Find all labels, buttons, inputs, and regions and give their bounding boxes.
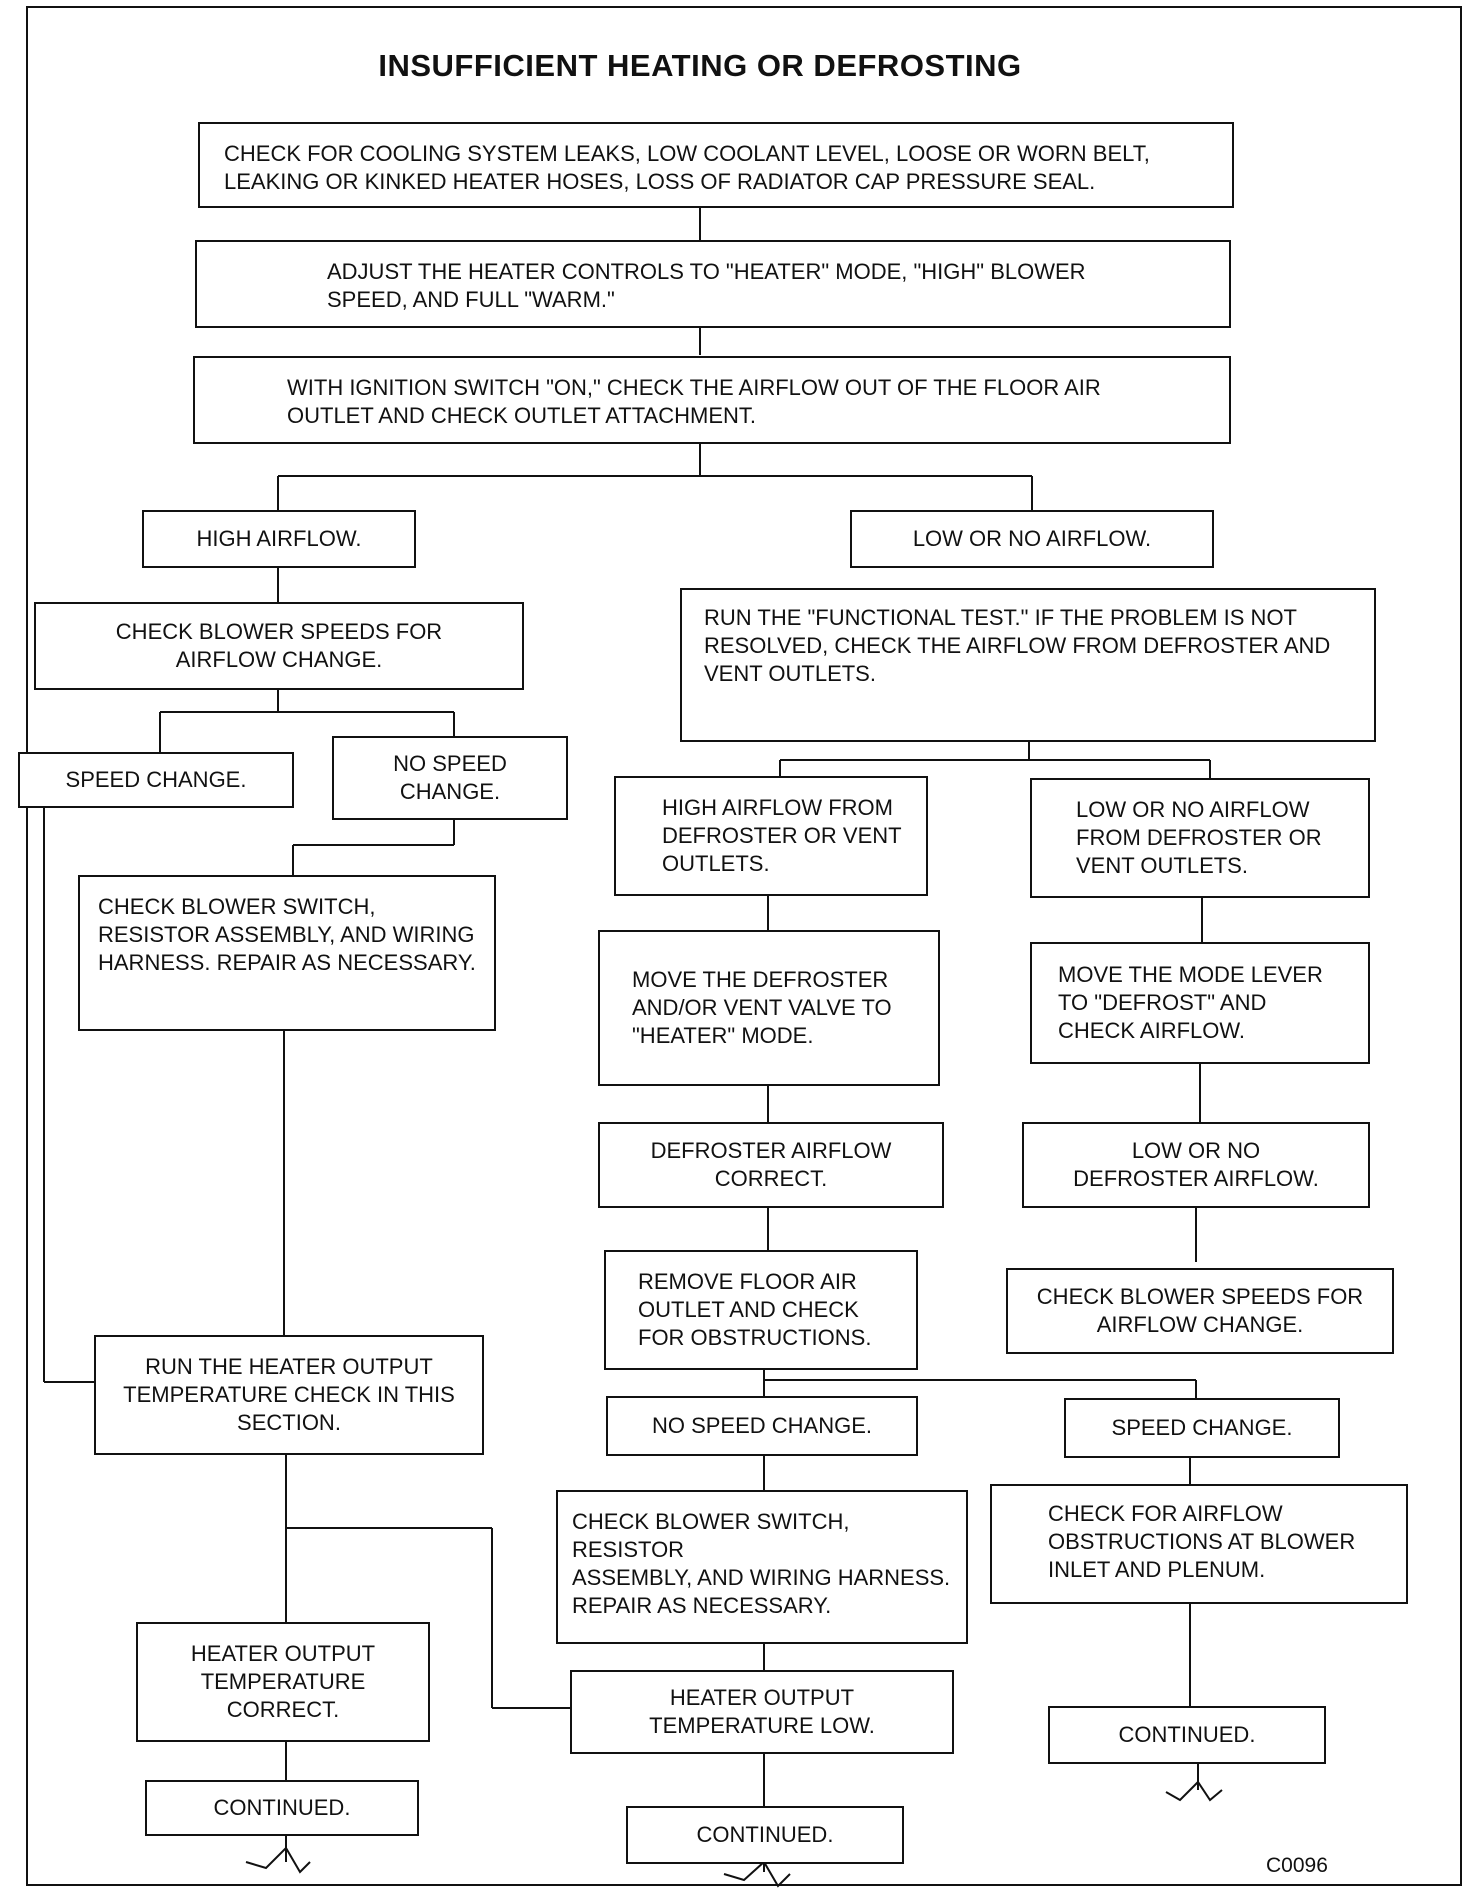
functional-test-box: RUN THE "FUNCTIONAL TEST." IF THE PROBLE… [680, 588, 1376, 742]
no-speed-change-left-box: NO SPEED CHANGE. [332, 736, 568, 820]
check-blower-speeds-left-box: CHECK BLOWER SPEEDS FOR AIRFLOW CHANGE. [34, 602, 524, 690]
move-mode-lever-box: MOVE THE MODE LEVER TO "DEFROST" AND CHE… [1030, 942, 1370, 1064]
high-airflow-defroster-box: HIGH AIRFLOW FROM DEFROSTER OR VENT OUTL… [614, 776, 928, 896]
check-obstructions-box: CHECK FOR AIRFLOW OBSTRUCTIONS AT BLOWER… [990, 1484, 1408, 1604]
no-speed-change-mid-box: NO SPEED CHANGE. [606, 1396, 918, 1456]
check-blower-switch-mid-box: CHECK BLOWER SWITCH, RESISTOR ASSEMBLY, … [556, 1490, 968, 1644]
page-title: INSUFFICIENT HEATING OR DEFROSTING [378, 48, 1022, 83]
diagram-frame [26, 6, 1462, 1886]
remove-floor-outlet-box: REMOVE FLOOR AIR OUTLET AND CHECK FOR OB… [604, 1250, 918, 1370]
continued-mid-box: CONTINUED. [626, 1806, 904, 1864]
high-airflow-box: HIGH AIRFLOW. [142, 510, 416, 568]
check-leaks-box: CHECK FOR COOLING SYSTEM LEAKS, LOW COOL… [198, 122, 1234, 208]
low-defroster-airflow-box: LOW OR NO DEFROSTER AIRFLOW. [1022, 1122, 1370, 1208]
move-defroster-valve-box: MOVE THE DEFROSTER AND/OR VENT VALVE TO … [598, 930, 940, 1086]
continued-left-box: CONTINUED. [145, 1780, 419, 1836]
low-no-airflow-box: LOW OR NO AIRFLOW. [850, 510, 1214, 568]
ignition-on-box: WITH IGNITION SWITCH "ON," CHECK THE AIR… [193, 356, 1231, 444]
speed-change-right-box: SPEED CHANGE. [1064, 1398, 1340, 1458]
check-blower-switch-left-box: CHECK BLOWER SWITCH, RESISTOR ASSEMBLY, … [78, 875, 496, 1031]
output-low-box: HEATER OUTPUT TEMPERATURE LOW. [570, 1670, 954, 1754]
low-airflow-defroster-box: LOW OR NO AIRFLOW FROM DEFROSTER OR VENT… [1030, 778, 1370, 898]
adjust-controls-box: ADJUST THE HEATER CONTROLS TO "HEATER" M… [195, 240, 1231, 328]
output-correct-box: HEATER OUTPUT TEMPERATURE CORRECT. [136, 1622, 430, 1742]
defroster-correct-box: DEFROSTER AIRFLOW CORRECT. [598, 1122, 944, 1208]
figure-code: C0096 [1266, 1854, 1328, 1877]
speed-change-left-box: SPEED CHANGE. [18, 752, 294, 808]
continued-right-box: CONTINUED. [1048, 1706, 1326, 1764]
check-blower-speeds-right-box: CHECK BLOWER SPEEDS FOR AIRFLOW CHANGE. [1006, 1268, 1394, 1354]
run-output-check-box: RUN THE HEATER OUTPUT TEMPERATURE CHECK … [94, 1335, 484, 1455]
